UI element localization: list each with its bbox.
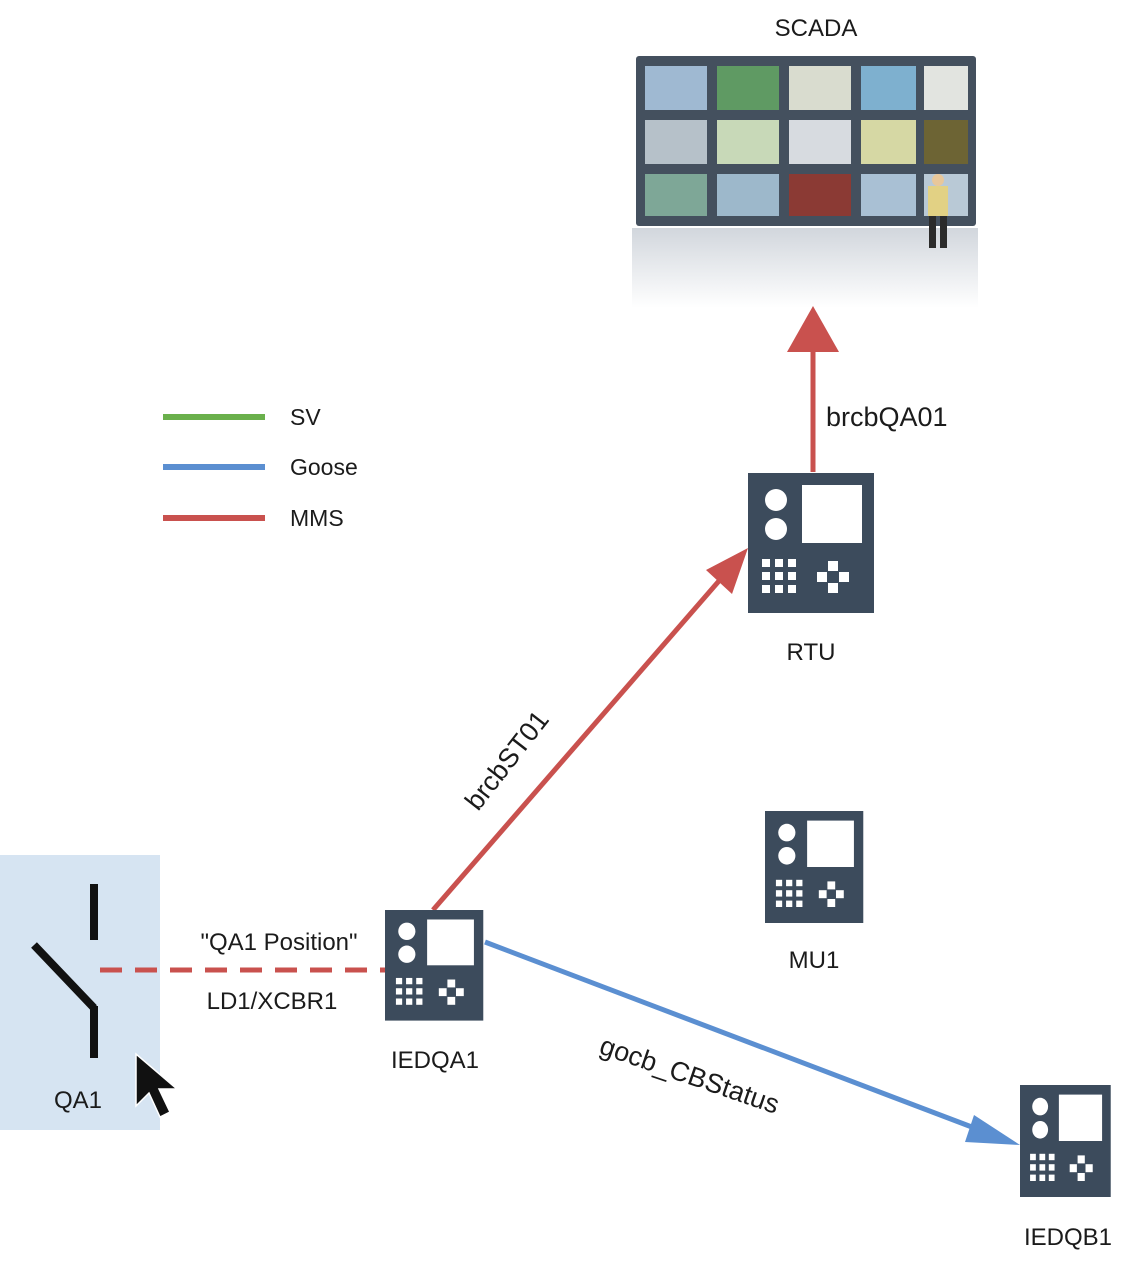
operator-figure [928,174,948,248]
cursor-icon [135,1052,180,1119]
legend-label-mms: MMS [290,505,344,531]
iedqa1-label: IEDQA1 [391,1047,479,1074]
legend-label-goose: Goose [290,454,358,480]
qa1-label: QA1 [54,1087,102,1114]
legend: SV Goose MMS [163,404,358,531]
ied-device-icon [385,910,484,1021]
ied-device-icon [765,811,864,923]
scada-screens [645,66,968,216]
edge-brcbQA01-label: brcbQA01 [826,402,948,432]
legend-label-sv: SV [290,404,321,430]
ied-device-icon [1020,1085,1111,1197]
edge-brcbQA01 [787,306,839,472]
rtu-label: RTU [787,639,836,666]
edge-gocb [484,939,1020,1145]
node-iedqa1[interactable]: IEDQA1 [385,910,484,1074]
mu1-label: MU1 [789,947,840,974]
iedqb1-label: IEDQB1 [1024,1224,1112,1251]
scada-wall [632,56,978,308]
edge-brcbST01 [431,548,748,912]
node-rtu[interactable]: RTU [748,473,874,666]
scada-label: SCADA [775,15,858,42]
circuit-breaker-icon [31,884,98,1058]
node-mu1[interactable]: MU1 [765,811,864,974]
edge-position-sublabel: LD1/XCBR1 [207,988,338,1015]
ied-device-icon [748,473,874,613]
qa1-panel[interactable]: QA1 [0,855,160,1130]
node-iedqb1[interactable]: IEDQB1 [1020,1085,1112,1251]
edge-position-label: "QA1 Position" [200,929,357,956]
edge-brcbST01-label: brcbST01 [459,705,555,816]
